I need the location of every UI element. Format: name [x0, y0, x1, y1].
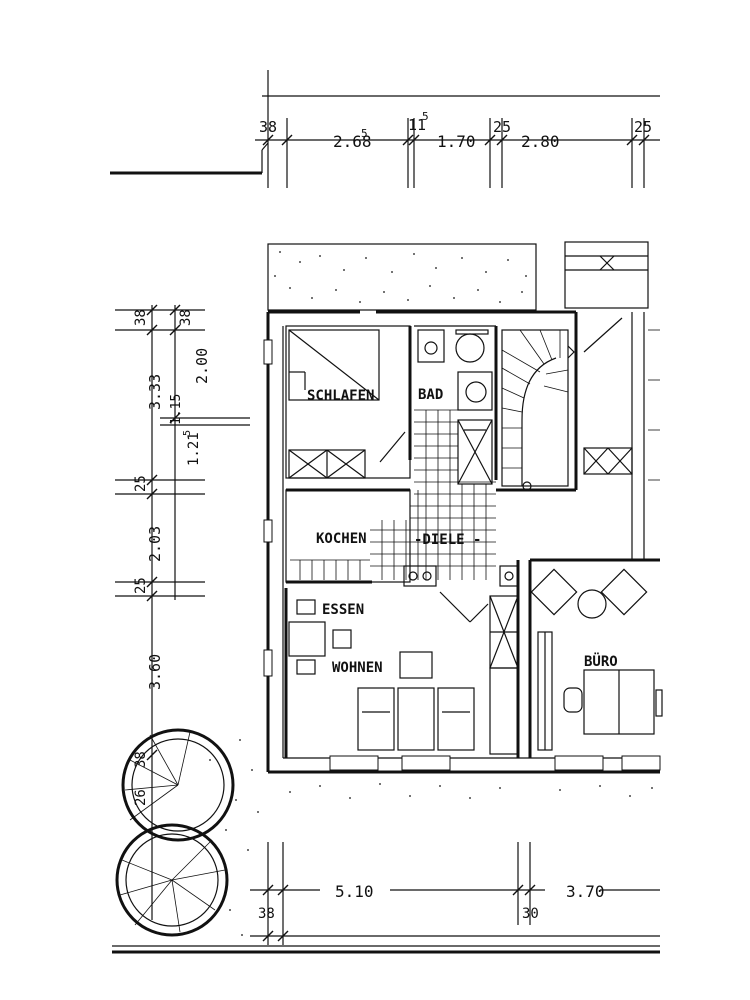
dim-bottom-370: 3.70	[566, 882, 605, 901]
dim-top-38: 38	[259, 118, 277, 136]
bottom-dimension-chain: 5.10 3.70 38 30	[112, 842, 660, 954]
dim-top-115-sup: 5	[422, 110, 429, 123]
dim-top-280: 2.80	[521, 132, 560, 151]
room-label-schlafen: SCHLAFEN	[307, 388, 374, 404]
left-dimension-chain: 38 38 3.33 2.00 1.15 1.21 5 25 2.03 25 3…	[115, 304, 250, 920]
door-swing-diele	[439, 591, 489, 623]
office-furniture	[530, 568, 663, 751]
round-stair	[115, 728, 235, 937]
top-terrace	[267, 243, 537, 311]
outer-walls	[263, 310, 661, 774]
dim-top-25b: 25	[634, 118, 652, 136]
dim-left-200: 2.00	[193, 348, 211, 384]
room-label-bad: BAD	[418, 387, 443, 403]
bath-fixtures	[417, 329, 493, 485]
dim-left-1215: 1.21	[186, 432, 202, 466]
dim-left-203: 2.03	[146, 526, 164, 562]
dim-bottom-38: 38	[258, 906, 275, 922]
room-label-buero: BÜRO	[584, 652, 618, 670]
dim-left-25a: 25	[133, 475, 149, 492]
dim-top-170: 1.70	[437, 132, 476, 151]
room-label-kochen: KOCHEN	[316, 531, 367, 547]
dim-top-115: 11	[408, 116, 426, 134]
dim-left-26: 26	[133, 789, 149, 806]
dim-left-25b: 25	[133, 577, 149, 594]
top-dimension-chain: 38 2.68 5 11 5 1.70 25 2.80 25	[255, 70, 660, 188]
dim-left-38a: 38	[133, 309, 149, 326]
neighbour-edge	[110, 142, 269, 175]
dim-left-360: 3.60	[146, 654, 164, 690]
room-label-diele: -DIELE -	[414, 532, 481, 548]
neighbour-balcony	[564, 241, 649, 309]
floor-tiles	[370, 409, 496, 580]
dim-bottom-510: 5.10	[335, 882, 374, 901]
room-labels: SCHLAFEN BAD KOCHEN -DIELE - ESSEN WOHNE…	[307, 387, 618, 676]
room-label-wohnen: WOHNEN	[332, 660, 383, 676]
dim-top-268: 2.68	[333, 132, 372, 151]
door-swing-bedroom	[379, 431, 406, 463]
dim-left-38b: 38	[178, 309, 194, 326]
living-seating	[357, 651, 475, 751]
dim-left-1215-sup: 5	[182, 430, 193, 436]
wardrobe-bedroom	[288, 449, 366, 479]
bed	[288, 329, 380, 401]
dim-top-25a: 25	[493, 118, 511, 136]
kitchen-counter	[290, 559, 519, 587]
dim-left-115: 1.15	[169, 394, 184, 425]
dim-left-333: 3.33	[146, 374, 164, 410]
dim-bottom-30: 30	[522, 906, 539, 922]
right-hall	[583, 317, 660, 481]
living-shelf	[489, 595, 519, 755]
dining-table	[288, 599, 352, 675]
staircase	[501, 329, 575, 491]
garden-stipple	[209, 739, 653, 936]
room-label-essen: ESSEN	[322, 602, 364, 618]
dim-top-268-sup: 5	[361, 127, 368, 140]
